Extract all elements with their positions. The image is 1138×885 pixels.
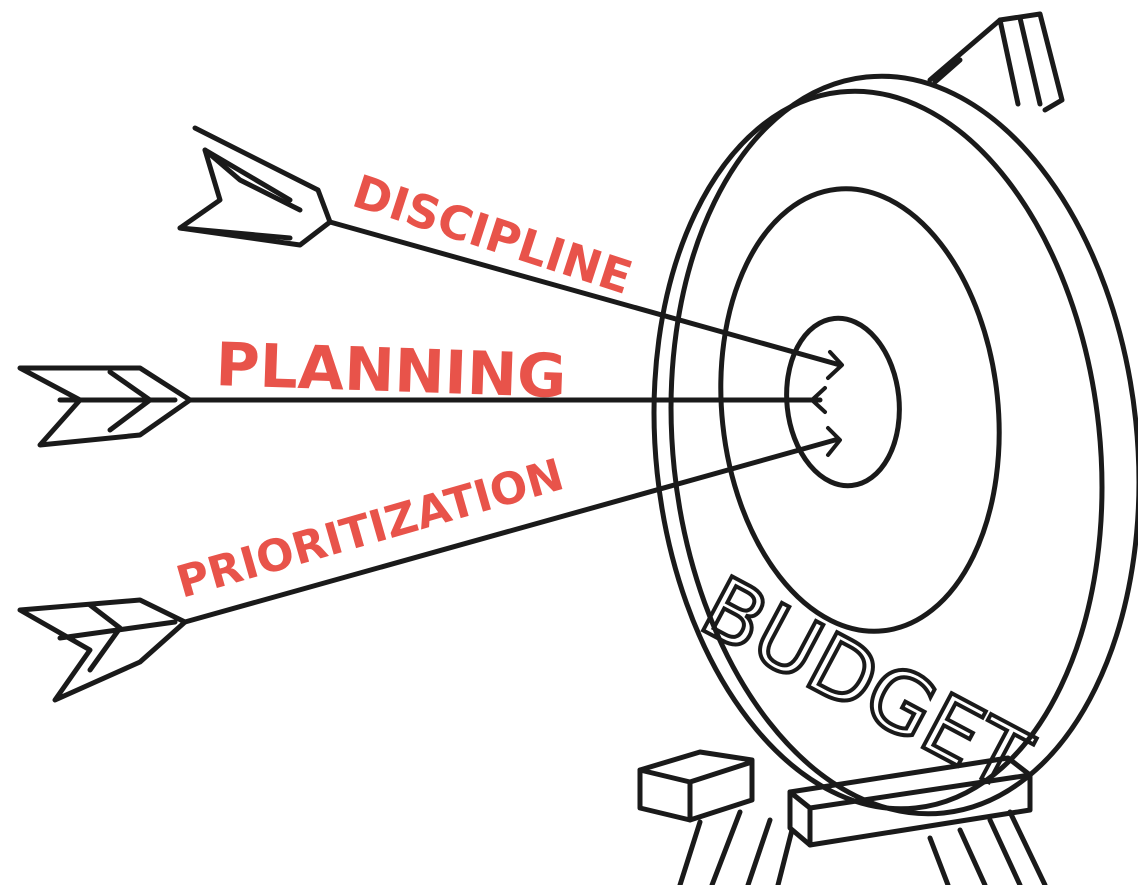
target-bullseye [784, 315, 902, 489]
target-outer-ring [651, 88, 1105, 812]
target-board [651, 73, 1138, 817]
arrow-discipline [177, 125, 844, 380]
arrow-prioritization [17, 426, 842, 703]
target-middle-ring [718, 186, 1002, 634]
arrow-label-planning: PLANNING [214, 330, 567, 412]
target-stand-top [927, 11, 1065, 113]
arrow-planning [17, 365, 827, 448]
target-stand-base [637, 749, 1048, 885]
arrow-label-discipline: DISCIPLINE [347, 164, 639, 305]
